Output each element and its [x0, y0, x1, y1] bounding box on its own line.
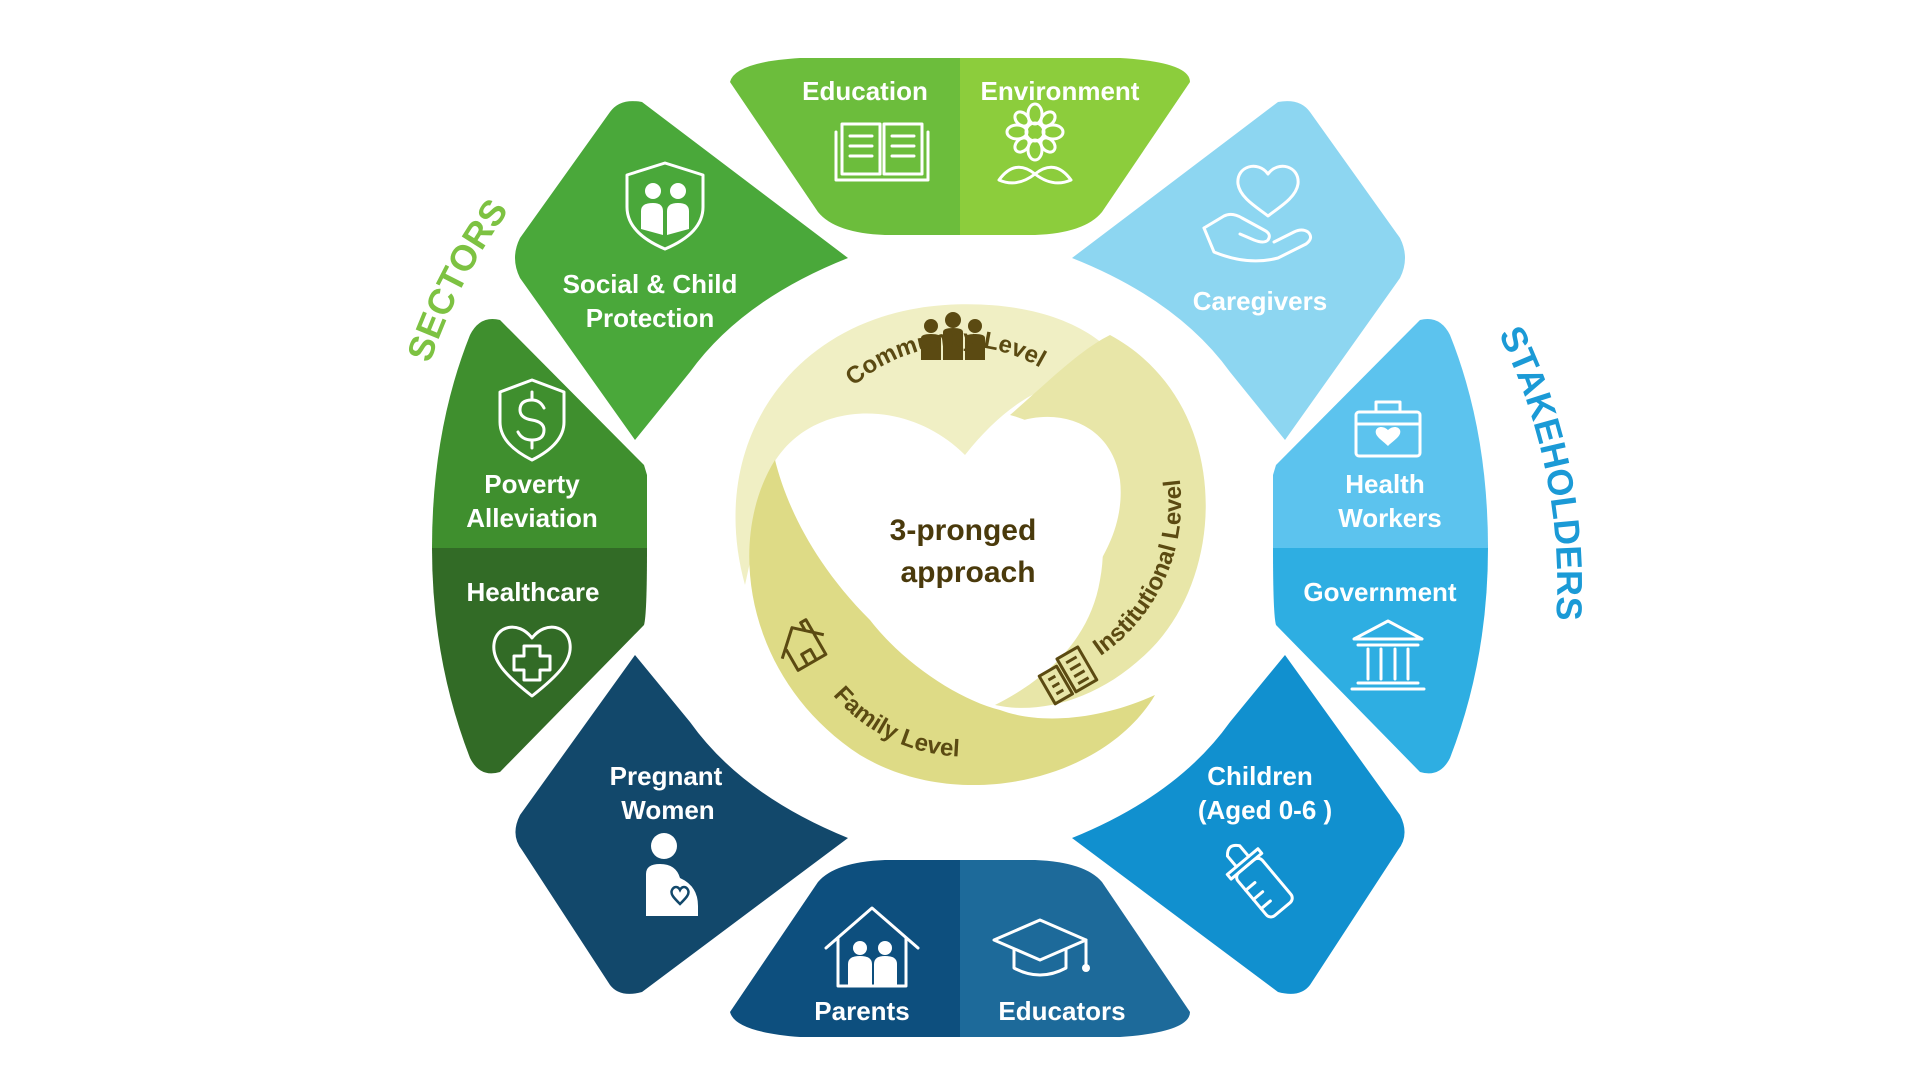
prong-community — [735, 304, 1135, 585]
label-poverty-line1: Poverty — [484, 469, 580, 499]
segment-healthcare — [432, 548, 647, 774]
label-education: Education — [802, 76, 928, 106]
label-social-line2: Protection — [586, 303, 715, 333]
baby-bottle-icon — [1225, 843, 1294, 919]
label-social-line1: Social & Child — [563, 269, 738, 299]
heart-plus-icon — [492, 625, 572, 698]
label-pregnant-line2: Women — [621, 795, 714, 825]
segment-social — [515, 101, 848, 440]
center-text-line1: 3-pronged — [890, 514, 1037, 547]
label-healthcare: Healthcare — [467, 577, 600, 607]
pregnant-woman-icon — [646, 833, 698, 916]
inner-core — [735, 304, 1206, 786]
dollar-shield-icon — [498, 378, 566, 462]
segment-parents — [730, 860, 960, 1037]
label-caregivers: Caregivers — [1193, 286, 1327, 316]
segment-caregivers — [1072, 101, 1405, 440]
segment-educators — [960, 860, 1190, 1037]
segment-pregnant — [515, 655, 848, 994]
label-parents: Parents — [814, 996, 909, 1026]
flower-icon — [997, 102, 1073, 185]
medical-kit-icon — [1354, 400, 1422, 458]
group-people-icon — [921, 312, 985, 360]
label-health-workers-line2: Workers — [1338, 503, 1442, 533]
family-shield-icon — [625, 161, 705, 251]
outer-ring — [432, 58, 1488, 1037]
prong-family — [749, 460, 1155, 786]
label-health-workers-line1: Health — [1345, 469, 1424, 499]
graduation-cap-icon — [992, 918, 1090, 977]
label-environment: Environment — [981, 76, 1140, 106]
label-children-line1: Children — [1207, 761, 1312, 791]
house-icon — [780, 618, 828, 672]
segment-children — [1072, 655, 1405, 994]
family-house-icon — [824, 906, 920, 988]
stakeholders-title: STAKEHOLDERS — [1491, 320, 1590, 622]
open-book-icon — [834, 122, 930, 182]
hand-heart-icon — [1202, 164, 1313, 263]
stakeholders-title-text: STAKEHOLDERS — [1491, 320, 1590, 622]
office-building-icon — [1037, 645, 1099, 706]
label-children-line2: (Aged 0-6 ) — [1198, 795, 1332, 825]
label-pregnant-line1: Pregnant — [610, 761, 723, 791]
label-educators: Educators — [998, 996, 1125, 1026]
center-text-line2: approach — [900, 556, 1035, 589]
government-building-icon — [1350, 619, 1426, 691]
label-poverty-line2: Alleviation — [466, 503, 597, 533]
center-heart — [809, 416, 1121, 695]
segment-environment — [960, 58, 1190, 235]
segment-poverty — [432, 319, 647, 548]
label-government: Government — [1303, 577, 1456, 607]
segment-education — [730, 58, 960, 235]
